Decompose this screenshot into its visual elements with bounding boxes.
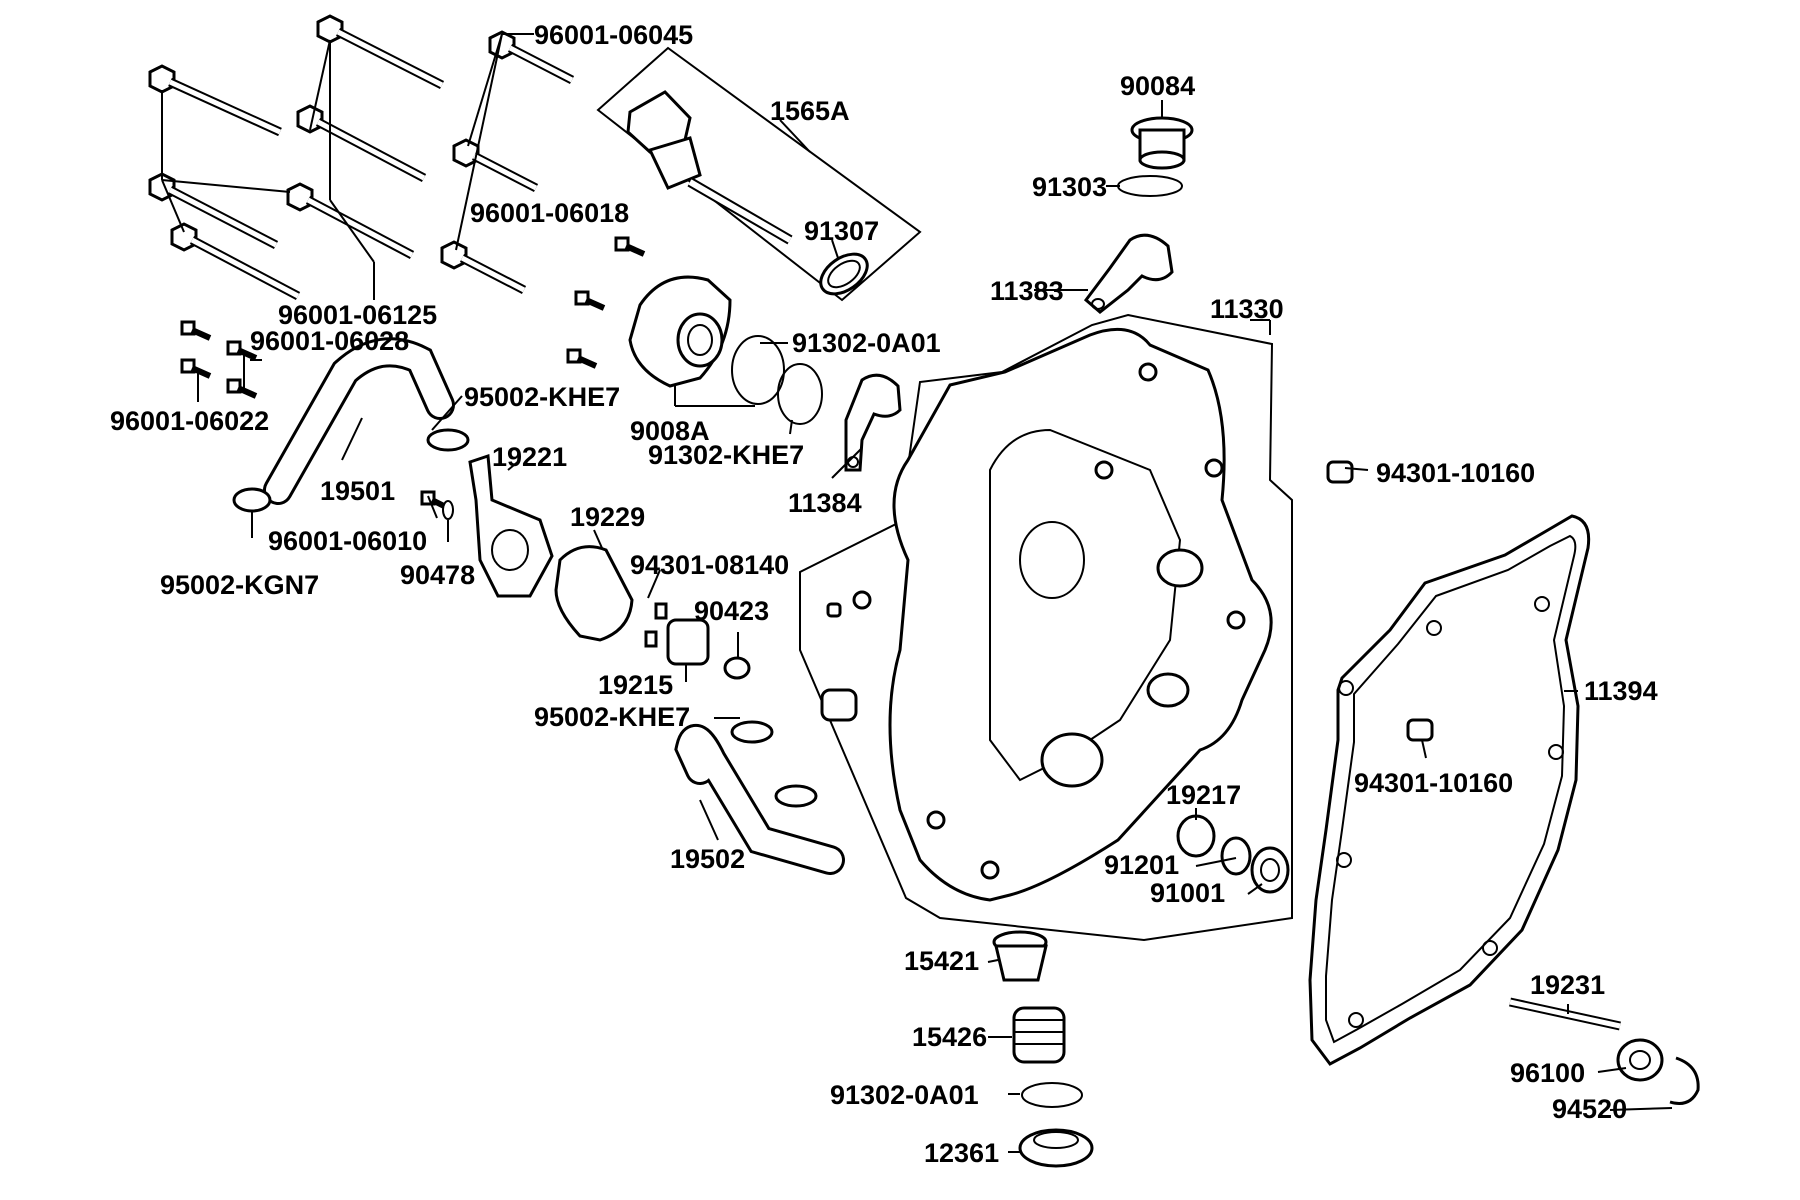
dowels xyxy=(820,460,1434,742)
label-91001: 91001 xyxy=(1150,878,1225,908)
crankcase-cover-11330 xyxy=(799,313,1293,942)
dipstick-1565A xyxy=(596,46,922,302)
label-96100: 96100 xyxy=(1510,1058,1585,1088)
label-96001-06018: 96001-06018 xyxy=(470,198,629,228)
label-95002-KGN7: 95002-KGN7 xyxy=(160,570,319,600)
label-91302-KHE7: 91302-KHE7 xyxy=(648,440,804,470)
gasket-19229 xyxy=(554,545,634,642)
label-95002-KHE7-top: 95002-KHE7 xyxy=(464,382,620,412)
label-94520: 94520 xyxy=(1552,1094,1627,1124)
label-90084: 90084 xyxy=(1120,71,1195,101)
label-19215: 19215 xyxy=(598,670,673,700)
label-94301-10160-top: 94301-10160 xyxy=(1376,458,1535,488)
label-19502: 19502 xyxy=(670,844,745,874)
label-90423: 90423 xyxy=(694,596,769,626)
label-9008A: 9008A xyxy=(630,416,710,446)
water-pump-19221 xyxy=(468,453,554,598)
impeller-19215 xyxy=(644,602,751,680)
label-12361: 12361 xyxy=(924,1138,999,1168)
label-15421: 15421 xyxy=(904,946,979,976)
oring-91302-0A01-bottom xyxy=(1021,1082,1083,1108)
label-15426: 15426 xyxy=(912,1022,987,1052)
label-91302-0A01-top: 91302-0A01 xyxy=(792,328,941,358)
hose-clamps xyxy=(232,428,818,808)
plug-90084 xyxy=(1117,116,1194,197)
spring-15426 xyxy=(1012,1006,1066,1064)
label-11394: 11394 xyxy=(1584,676,1658,706)
label-91201: 91201 xyxy=(1104,850,1179,880)
label-94301-08140: 94301-08140 xyxy=(630,550,789,580)
label-19229: 19229 xyxy=(570,502,645,532)
cover-9008A xyxy=(628,275,823,425)
label-94301-10160-mid: 94301-10160 xyxy=(1354,768,1513,798)
label-96001-06125: 96001-06125 xyxy=(278,300,437,330)
label-96001-06028: 96001-06028 xyxy=(250,326,409,356)
label-19231: 19231 xyxy=(1530,970,1605,1000)
label-96001-06010: 96001-06010 xyxy=(268,526,427,556)
label-19501: 19501 xyxy=(320,476,395,506)
small-bolts xyxy=(180,236,646,509)
label-95002-KHE7-mid: 95002-KHE7 xyxy=(534,702,690,732)
leader-lines xyxy=(161,33,1673,1153)
label-19217: 19217 xyxy=(1166,780,1241,810)
hose-19502 xyxy=(674,723,845,875)
hose-19501 xyxy=(263,337,455,505)
washer-90478 xyxy=(442,500,454,520)
pump-shaft-19231 xyxy=(1509,997,1700,1105)
cap-12361 xyxy=(1018,1128,1094,1168)
label-90478: 90478 xyxy=(400,560,475,590)
label-96001-06045: 96001-06045 xyxy=(534,20,693,50)
gasket-11394 xyxy=(1308,514,1591,1066)
label-11330: 11330 xyxy=(1210,294,1284,324)
label-1565A: 1565A xyxy=(770,96,850,126)
strainer-15421 xyxy=(992,930,1048,982)
label-11384: 11384 xyxy=(788,488,862,518)
part-labels: 96001-06045 1565A 90084 91303 91307 9600… xyxy=(110,20,1658,1168)
label-11383: 11383 xyxy=(990,276,1064,306)
bolts-96001-06045 xyxy=(440,30,575,294)
label-91303: 91303 xyxy=(1032,172,1107,202)
label-19221: 19221 xyxy=(492,442,567,472)
long-bolts-96001-06125 xyxy=(148,14,445,300)
label-96001-06022: 96001-06022 xyxy=(110,406,269,436)
label-91307: 91307 xyxy=(804,216,879,246)
clip-11383 xyxy=(1083,233,1174,314)
label-91302-0A01-bottom: 91302-0A01 xyxy=(830,1080,979,1110)
